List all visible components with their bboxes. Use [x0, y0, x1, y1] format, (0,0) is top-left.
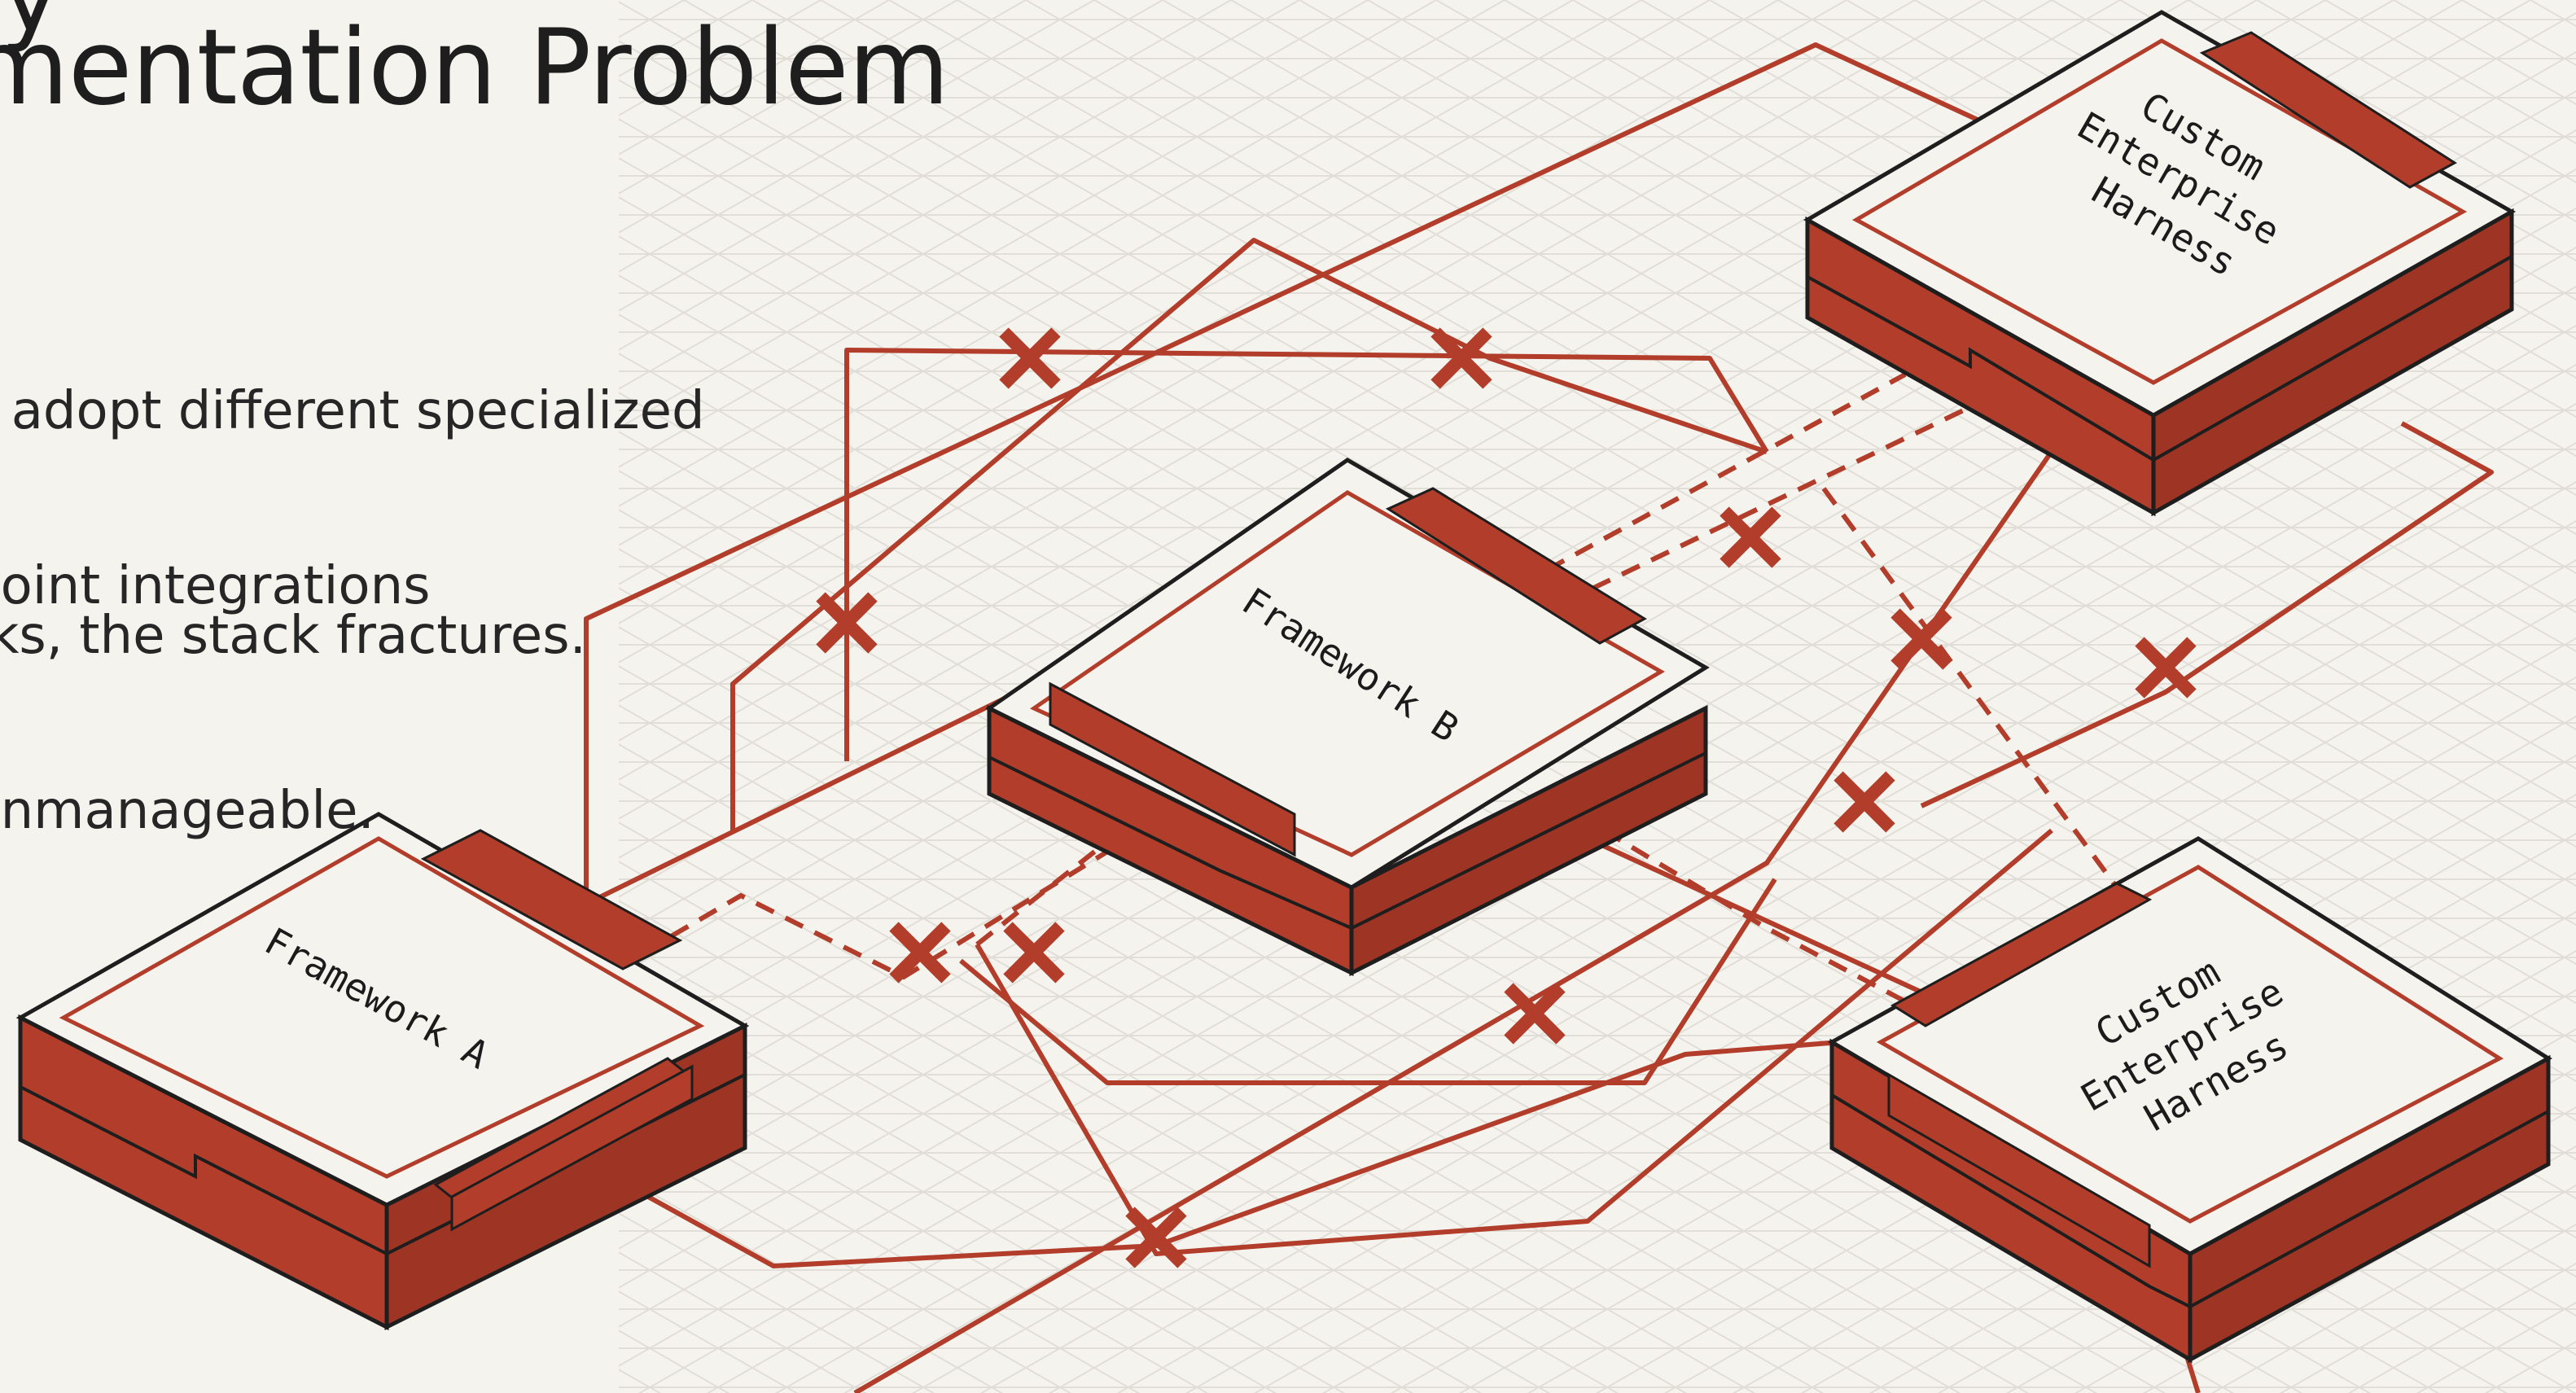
x-mark-icon	[816, 592, 878, 654]
bullet-line: rks, the stack fractures.	[0, 606, 586, 666]
link-bottom-cross	[975, 828, 2053, 1256]
bullet-line: point integrations	[0, 556, 431, 616]
link-b-harness-bottom	[959, 878, 1777, 1085]
dash-b-top-1	[1545, 372, 1907, 572]
link-left-loop	[844, 348, 1769, 761]
bullet-line: s adopt different specialized	[0, 381, 705, 441]
bullet-line: unmanageable.	[0, 781, 375, 841]
dash-b-bottom	[1602, 828, 1907, 1004]
x-mark-icon	[1890, 608, 1952, 670]
x-mark-icon	[1003, 922, 1065, 983]
x-mark-icon	[1720, 506, 1781, 568]
dashed-lines	[642, 372, 2119, 1004]
page-title: mentation Problem	[0, 7, 949, 129]
x-mark-icon	[889, 922, 951, 983]
x-mark-icon	[2135, 637, 2197, 699]
node-custom-enterprise-harness-top: Custom Enterprise Harness	[1803, 10, 2517, 517]
link-a-top-2	[730, 238, 1768, 830]
x-mark-icon	[1833, 771, 1895, 833]
link-right-zig	[1920, 421, 2494, 808]
dash-a-b	[642, 844, 1117, 980]
x-mark-icon	[1125, 1207, 1187, 1268]
x-mark-icon	[999, 327, 1061, 389]
node-framework-b: Framework B	[985, 458, 1710, 977]
bullet-text: s adopt different specialized rks, the s…	[0, 224, 705, 823]
bullet-text: point integrations unmanageable.	[0, 399, 430, 998]
link-diag-long	[853, 438, 2062, 1393]
x-mark-icon	[1504, 983, 1566, 1045]
link-a-b	[568, 690, 1019, 914]
node-framework-a: Framework A	[15, 812, 750, 1331]
x-mark-icon	[1430, 327, 1492, 389]
link-a-top-1	[584, 42, 2037, 904]
dash-top-bottom	[1821, 487, 2119, 889]
break-markers	[816, 327, 2197, 1268]
dash-b-top-2	[1562, 405, 1972, 605]
title-partial: y	[0, 0, 62, 47]
node-custom-enterprise-harness-bottom: Custom Enterprise Harness	[1827, 836, 2552, 1364]
